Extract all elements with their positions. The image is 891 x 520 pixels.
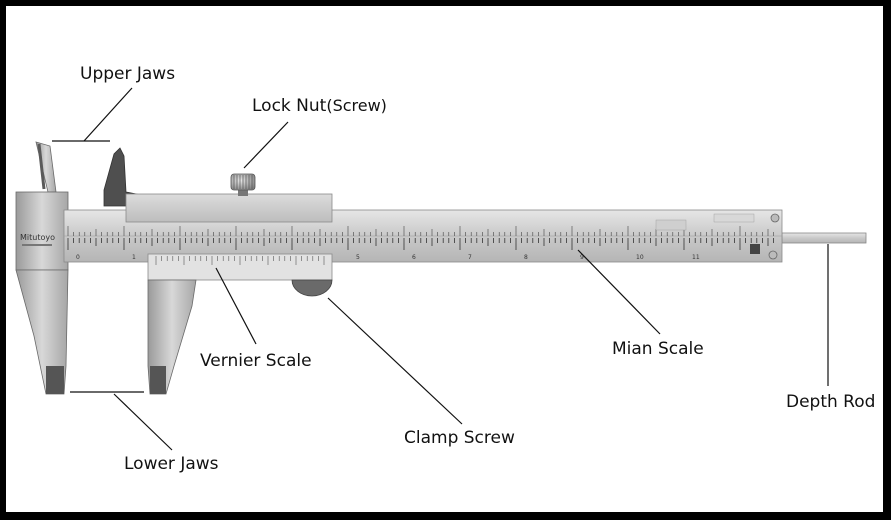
label-lock-nut-suffix: (Screw) xyxy=(326,96,387,115)
scale-number: 10 xyxy=(636,254,644,261)
scale-number: 9 xyxy=(580,254,584,261)
scale-number: 5 xyxy=(356,254,360,261)
vernier-scale-ticks xyxy=(155,256,325,265)
label-lock-nut: Lock Nut(Screw) xyxy=(252,96,387,116)
sliding-jaw xyxy=(103,147,333,395)
depth-rod xyxy=(781,232,867,244)
scale-number: 6 xyxy=(412,254,416,261)
scale-number: 0 xyxy=(76,254,80,261)
label-vernier-scale: Vernier Scale xyxy=(200,351,312,371)
leader-lines xyxy=(52,87,829,451)
vernier-caliper-illustration: 01234567891011 Mitutoyo xyxy=(15,87,867,451)
clamp-screw-wheel xyxy=(291,279,333,297)
label-main-scale: Mian Scale xyxy=(612,339,704,359)
scale-number: 11 xyxy=(692,254,700,261)
brand-logo: Mitutoyo xyxy=(20,233,55,242)
label-lower-jaws: Lower Jaws xyxy=(124,454,219,474)
label-lock-nut-text: Lock Nut xyxy=(252,96,327,116)
diagram-canvas: 01234567891011 Mitutoyo xyxy=(6,6,883,512)
label-clamp-screw: Clamp Screw xyxy=(404,428,515,448)
scale-number: 8 xyxy=(524,254,528,261)
scale-number: 1 xyxy=(132,254,136,261)
label-upper-jaws: Upper Jaws xyxy=(80,64,176,84)
label-depth-rod: Depth Rod xyxy=(786,392,876,412)
scale-number: 7 xyxy=(468,254,472,261)
fixed-jaw-body xyxy=(15,141,69,395)
